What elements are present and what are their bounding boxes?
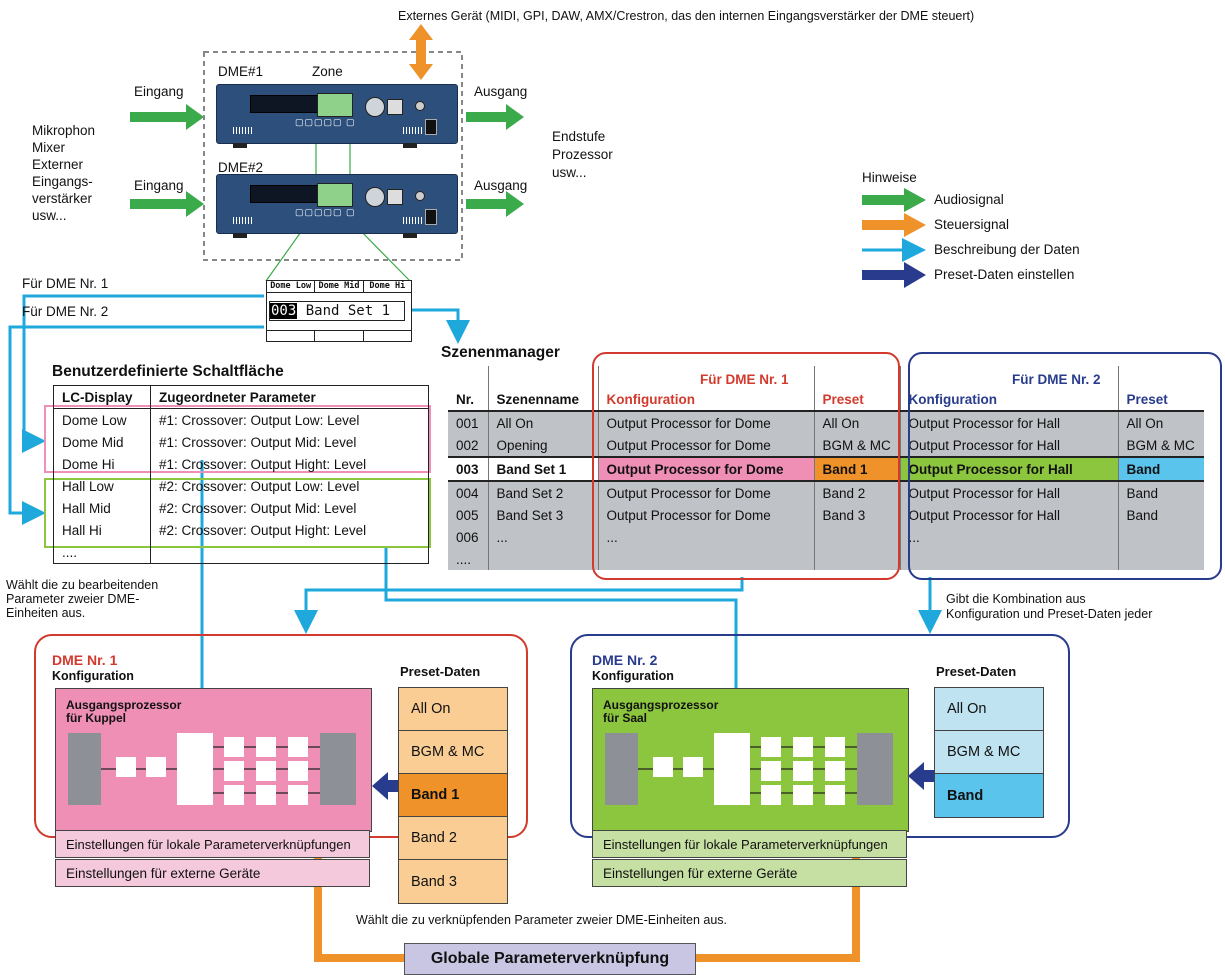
table-row: Hall Mid#2: Crossover: Output Mid: Level xyxy=(53,497,429,519)
dme1-subtitle: Konfiguration xyxy=(52,669,134,683)
dme2-subtitle: Konfiguration xyxy=(592,669,674,683)
table-row: Dome Low#1: Crossover: Output Low: Level xyxy=(53,408,429,431)
signal-flow-diagram xyxy=(68,733,356,805)
preset-arrow-1 xyxy=(372,772,400,800)
preset-item: All On xyxy=(935,688,1043,731)
global-parameter-link: Globale Parameterverknüpfung xyxy=(404,943,696,975)
preset-item-selected: Band 1 xyxy=(399,774,507,817)
device-frame xyxy=(203,51,463,261)
legend-title: Hinweise xyxy=(862,170,917,185)
lcd-scene-name: Band Set 1 xyxy=(305,303,391,319)
lcd-tab: Dome Mid xyxy=(315,281,364,292)
signal-flow-diagram xyxy=(605,733,893,805)
lcd-tab: Dome Hi xyxy=(369,281,406,291)
dme2-local-links: Einstellungen für lokale Parameterverknü… xyxy=(592,830,907,858)
zone-label: Zone xyxy=(312,64,343,79)
preset-item: Band 3 xyxy=(399,860,507,903)
external-device-label: Externes Gerät (MIDI, GPI, DAW, AMX/Cres… xyxy=(398,9,975,23)
dme1-group-frame xyxy=(592,352,900,580)
dme2-device: ▢▢▢▢▢ ▢ xyxy=(216,174,458,238)
table-row: .... xyxy=(53,541,429,564)
dme1-external: Einstellungen für externe Geräte xyxy=(55,859,370,887)
scene-manager-title: Szenenmanager xyxy=(441,344,560,361)
column-header: Preset xyxy=(1117,388,1204,412)
table-row: Hall Low#2: Crossover: Output Low: Level xyxy=(53,475,429,497)
for-dme-1-label: Für DME Nr. 1 xyxy=(22,276,109,291)
legend-preset: Preset-Daten einstellen xyxy=(934,267,1075,282)
dme1-preset-title: Preset-Daten xyxy=(400,664,481,679)
custom-buttons-title: Benutzerdefinierte Schaltfläche xyxy=(52,363,284,380)
table-row: Dome Mid#1: Crossover: Output Mid: Level xyxy=(53,431,429,453)
dme1-title: DME Nr. 1 xyxy=(52,652,118,668)
table-row-selected: 003 Band Set 1 Output Processor for Dome… xyxy=(448,456,1204,482)
legend-audio: Audiosignal xyxy=(934,192,1004,207)
column-header: Szenenname xyxy=(487,388,598,412)
lcd-panel: Dome Low Dome Mid Dome Hi 003 Band Set 1 xyxy=(266,280,412,342)
preset-item: BGM & MC xyxy=(399,731,507,774)
table-row: .... xyxy=(448,548,1204,570)
output-label-1: Ausgang xyxy=(474,84,528,99)
legend-control: Steuersignal xyxy=(934,217,1010,232)
dme2-preset-title: Preset-Daten xyxy=(936,664,1017,679)
input-label-1: Eingang xyxy=(134,84,184,99)
dme2-external: Einstellungen für externe Geräte xyxy=(592,859,907,887)
column-header: Preset xyxy=(813,388,900,412)
column-header: Zugeordneter Parameter xyxy=(150,385,429,409)
dme1-local-links: Einstellungen für lokale Parameterverknü… xyxy=(55,830,370,858)
lcd-tab: Dome Low xyxy=(267,281,316,292)
link-note: Wählt die zu verknüpfenden Parameter zwe… xyxy=(356,913,728,927)
for-dme-2-label: Für DME Nr. 2 xyxy=(22,304,109,319)
audio-arrows xyxy=(130,104,524,217)
dme2-title: DME Nr. 2 xyxy=(592,652,658,668)
input-label-2: Eingang xyxy=(134,178,184,193)
scene-manager-table: Nr. Szenenname Konfiguration Preset Konf… xyxy=(448,366,1204,570)
column-header: Konfiguration xyxy=(899,388,1118,412)
dme2-preset-list: All On BGM & MC Band xyxy=(934,687,1044,818)
preset-arrow-2 xyxy=(908,762,936,790)
column-header: Konfiguration xyxy=(597,388,814,412)
column-header: Nr. xyxy=(448,388,488,412)
control-arrow xyxy=(409,24,433,80)
dme2-group-frame xyxy=(908,352,1222,580)
output-label-2: Ausgang xyxy=(474,178,528,193)
column-header: LC-Display xyxy=(53,385,151,409)
dme1-label: DME#1 xyxy=(218,64,264,79)
table-row: Hall Hi#2: Crossover: Output Hight: Leve… xyxy=(53,519,429,541)
preset-item: BGM & MC xyxy=(935,731,1043,774)
table-row: 006......... xyxy=(448,526,1204,548)
dme2-label: DME#2 xyxy=(218,160,264,175)
lcd-scene-number: 003 xyxy=(270,303,298,319)
legend-data: Beschreibung der Daten xyxy=(934,242,1080,257)
preset-item: Band 2 xyxy=(399,817,507,860)
table-row: Dome Hi#1: Crossover: Output Hight: Leve… xyxy=(53,453,429,475)
custom-buttons-table: LC-Display Zugeordneter Parameter Dome L… xyxy=(53,385,429,564)
preset-item: All On xyxy=(399,688,507,731)
dme1-preset-list: All On BGM & MC Band 1 Band 2 Band 3 xyxy=(398,687,508,904)
dme1-device: ▢▢▢▢▢ ▢ xyxy=(216,84,458,148)
preset-item-selected: Band xyxy=(935,774,1043,817)
